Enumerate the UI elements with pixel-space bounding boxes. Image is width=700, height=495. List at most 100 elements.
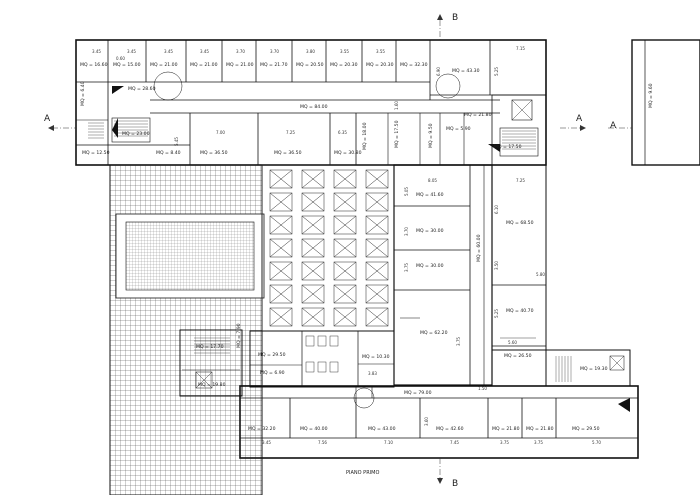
room-label: MQ = 16.60 xyxy=(80,62,108,68)
room-label: MQ = 21.00 xyxy=(226,62,254,68)
skylight-brace xyxy=(365,215,389,235)
room-label: MQ = 8.40 xyxy=(156,150,181,156)
dim: 8.05 xyxy=(428,178,437,183)
room-label: MQ = 62.20 xyxy=(420,330,448,336)
skylight-brace xyxy=(269,215,293,235)
skylight-brace xyxy=(365,169,389,189)
skylight-brace xyxy=(333,261,357,281)
dim: 1.50 xyxy=(478,386,487,391)
skylight-panel xyxy=(365,169,389,189)
dim: 6.10 xyxy=(494,205,499,214)
dim: 5.25 xyxy=(494,67,499,76)
section-arrows xyxy=(48,14,586,484)
skylight-brace xyxy=(301,307,325,327)
room-label: MQ = 32.30 xyxy=(400,62,428,68)
skylight-array xyxy=(261,164,395,332)
dim: 7.25 xyxy=(516,178,525,183)
skylight-panel xyxy=(269,169,293,189)
skylight-brace xyxy=(365,192,389,212)
room-label: MQ = 10.30 xyxy=(362,354,390,360)
skylight-brace xyxy=(269,284,293,304)
skylight-brace xyxy=(301,169,325,189)
skylight-brace xyxy=(269,261,293,281)
skylight-panel xyxy=(365,284,389,304)
dim: 5.60 xyxy=(508,340,517,345)
dim: 5.80 xyxy=(536,272,545,277)
skylight-panel xyxy=(269,261,293,281)
skylight-panel xyxy=(333,169,357,189)
central-spine xyxy=(393,164,547,386)
room-label: MQ = 9.50 xyxy=(428,123,434,148)
room-label: MQ = 79.00 xyxy=(404,390,432,396)
dim: 3.45 xyxy=(164,49,173,54)
room-label: MQ = 20.50 xyxy=(296,62,324,68)
dim: 3.75 xyxy=(534,440,543,445)
skylight-brace xyxy=(365,307,389,327)
skylight-panel xyxy=(333,261,357,281)
skylight-panel xyxy=(269,215,293,235)
skylight-panel xyxy=(365,261,389,281)
room-label: MQ = 43.30 xyxy=(452,68,480,74)
skylight-brace xyxy=(365,261,389,281)
skylight-panel xyxy=(269,192,293,212)
room-label: MQ = 21.70 xyxy=(260,62,288,68)
room-label: MQ = 7.90 xyxy=(236,323,242,348)
skylight-brace xyxy=(333,215,357,235)
annex-fragment xyxy=(631,39,700,166)
skylight-panel xyxy=(269,307,293,327)
room-label: MQ = 19.30 xyxy=(580,366,608,372)
skylight-panel xyxy=(301,284,325,304)
section-label-a-left: A xyxy=(44,114,51,124)
skylight-panel xyxy=(333,215,357,235)
room-label: MQ = 26.50 xyxy=(504,353,532,359)
skylight-panel xyxy=(301,307,325,327)
skylight-panel xyxy=(365,215,389,235)
dim: 7.10 xyxy=(384,440,393,445)
dim: 5.25 xyxy=(494,309,499,318)
skylight-panel xyxy=(365,238,389,258)
dim: 3.70 xyxy=(404,227,409,236)
dim: 7.45 xyxy=(450,440,459,445)
dim: 3.45 xyxy=(92,49,101,54)
skylight-panel xyxy=(333,238,357,258)
dim: 6.35 xyxy=(338,130,347,135)
skylight-panel xyxy=(301,238,325,258)
skylight-panel xyxy=(333,307,357,327)
room-label: MQ = 40.00 xyxy=(300,426,328,432)
room-label: MQ = 28.60 xyxy=(128,86,156,92)
dim: 7.15 xyxy=(516,46,525,51)
skylight-brace xyxy=(269,307,293,327)
section-label-a-annex: A xyxy=(610,121,617,131)
section-label-b-bottom: B xyxy=(452,479,458,489)
dim: 3.83 xyxy=(368,371,377,376)
room-label: MQ = 42.60 xyxy=(436,426,464,432)
room-label: MQ = 36.50 xyxy=(274,150,302,156)
skylight-panel xyxy=(301,192,325,212)
skylight-panel xyxy=(333,284,357,304)
room-label: MQ = 5.90 xyxy=(446,126,471,132)
room-label: MQ = 30.80 xyxy=(334,150,362,156)
room-label: MQ = 15.00 xyxy=(113,62,141,68)
room-label: MQ = 43.00 xyxy=(368,426,396,432)
room-label: MQ = 60.00 xyxy=(476,234,482,262)
dim: 7.00 xyxy=(216,130,225,135)
skylight-brace xyxy=(333,284,357,304)
dim: 3.45 xyxy=(262,440,271,445)
skylight-brace xyxy=(333,192,357,212)
skylight-brace xyxy=(301,215,325,235)
skylight-brace xyxy=(301,284,325,304)
skylight-panel xyxy=(301,215,325,235)
skylight-brace xyxy=(333,238,357,258)
skylight-panel xyxy=(365,192,389,212)
skylight-brace xyxy=(333,169,357,189)
dim: 3.50 xyxy=(494,261,499,270)
skylight-brace xyxy=(269,192,293,212)
dim: 5.45 xyxy=(174,137,179,146)
dim: 3.55 xyxy=(340,49,349,54)
dim: 3.80 xyxy=(306,49,315,54)
room-labels: MQ = 16.60 MQ = 15.00 MQ = 21.00 MQ = 21… xyxy=(80,62,654,432)
dim: 7.25 xyxy=(286,130,295,135)
room-label: MQ = 20.30 xyxy=(330,62,358,68)
skylight-panel xyxy=(269,284,293,304)
room-label: MQ = 21.00 xyxy=(190,62,218,68)
